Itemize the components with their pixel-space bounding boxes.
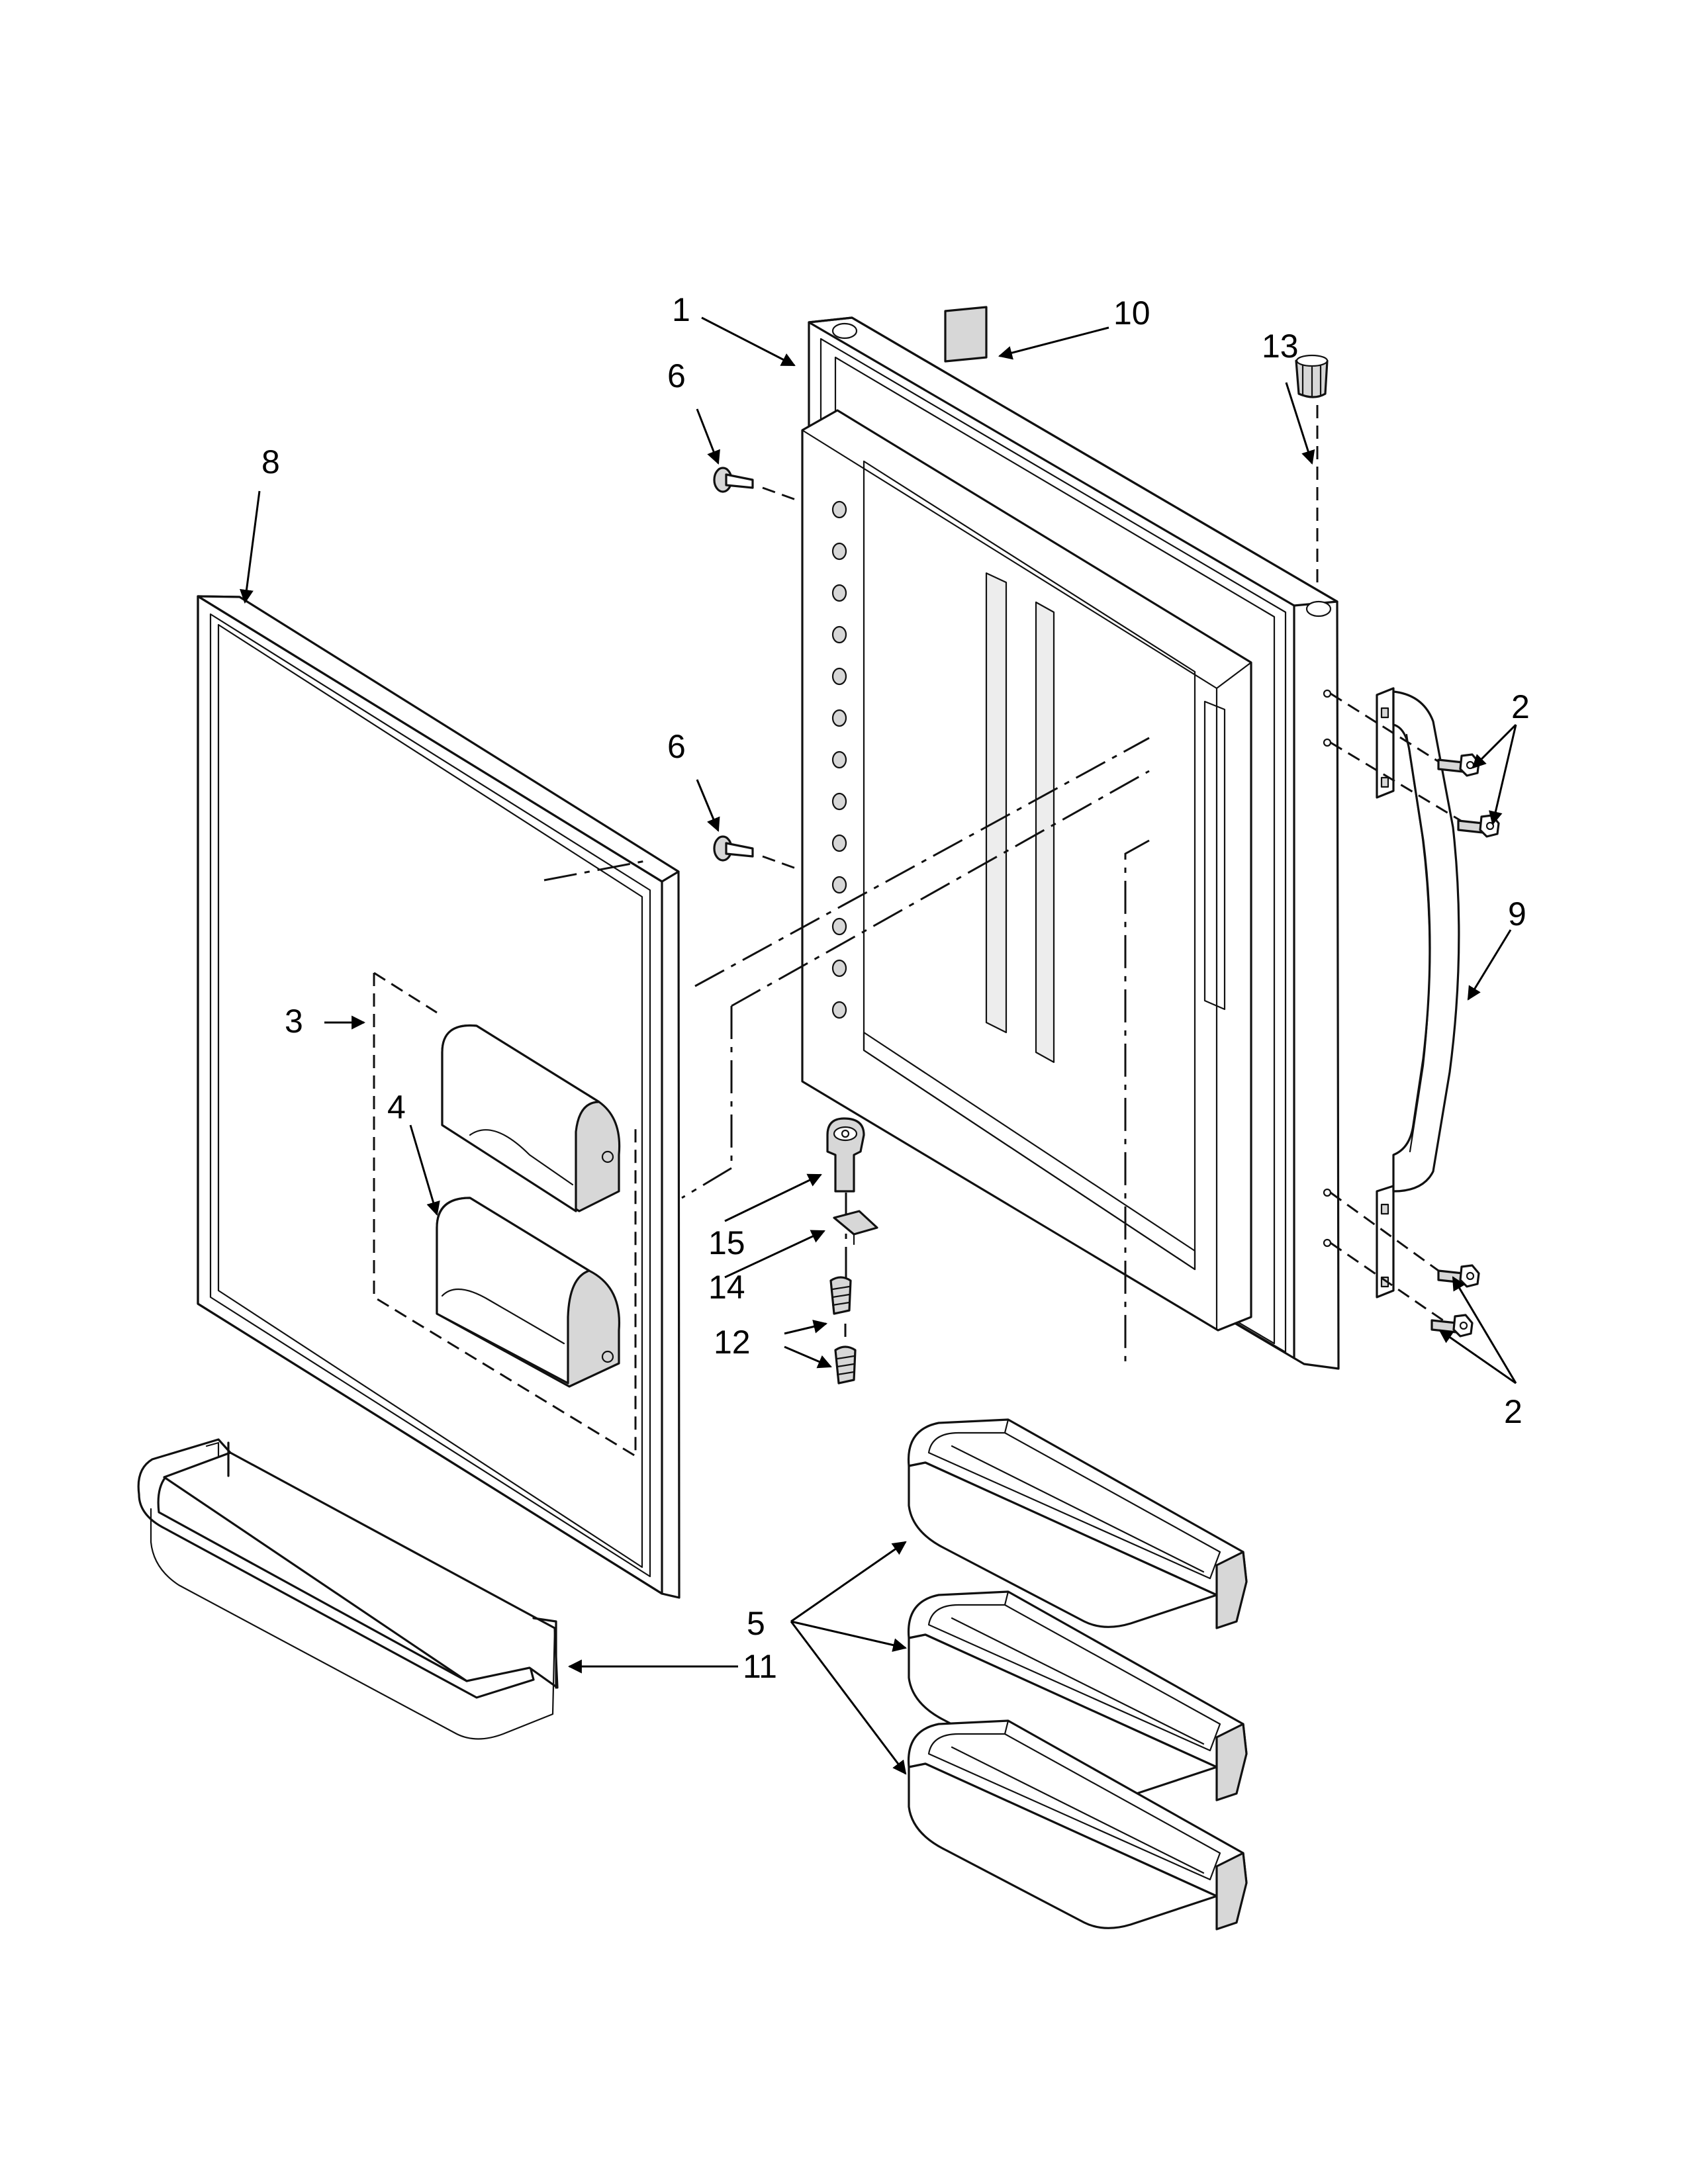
dairy-cover-icon[interactable]	[441, 1024, 621, 1212]
gasket-dot	[831, 709, 847, 727]
gasket-dot	[831, 792, 847, 811]
screw-icon[interactable]	[1437, 753, 1480, 777]
callout-4: 4	[387, 1089, 406, 1126]
dairy-group-outline	[373, 972, 637, 1458]
gasket-dot	[831, 667, 847, 686]
callout-5: 5	[747, 1605, 765, 1642]
gasket-dot	[831, 876, 847, 894]
shelf-bin-icon[interactable]	[907, 1418, 1248, 1629]
callout-6b: 6	[667, 728, 686, 765]
gasket-dot	[831, 751, 847, 769]
hinge-screws-group	[829, 1276, 857, 1385]
callout-6a: 6	[667, 357, 686, 394]
screw-icon[interactable]	[1330, 692, 1467, 1322]
callout-14: 14	[708, 1269, 745, 1306]
gasket-dot	[831, 834, 847, 852]
door-stop-icon[interactable]	[713, 835, 796, 870]
callout-labels: 1 10 13 6 6 8 2 2 9 3 4 15 14 12 5 11	[261, 291, 1530, 1685]
callout-11: 11	[743, 1648, 777, 1685]
gasket-dot	[831, 500, 847, 519]
callout-13: 13	[1262, 328, 1299, 365]
callout-2b: 2	[1504, 1393, 1523, 1430]
shelf-bin-icon[interactable]	[907, 1719, 1248, 1931]
door-liner-icon[interactable]	[801, 316, 1340, 1370]
gasket-dot	[831, 542, 847, 561]
spring-clip-icon[interactable]	[833, 1210, 878, 1246]
gasket-dot	[831, 584, 847, 602]
gasket-dot	[831, 917, 847, 936]
gasket-dot	[831, 625, 847, 644]
dairy-bin-icon[interactable]	[436, 1197, 621, 1388]
door-stop-icon[interactable]	[713, 467, 796, 501]
callout-3: 3	[285, 1003, 303, 1040]
callout-8: 8	[261, 443, 280, 480]
callout-arrows	[240, 316, 1517, 1775]
bushing-icon[interactable]	[1295, 354, 1329, 582]
callout-2a: 2	[1511, 688, 1530, 725]
door-panel-icon[interactable]	[197, 595, 680, 1599]
hinge-pin-icon[interactable]	[826, 1117, 865, 1193]
callout-9: 9	[1508, 895, 1526, 933]
handle-icon[interactable]	[1376, 687, 1460, 1298]
screw-icon[interactable]	[1430, 1314, 1474, 1338]
gasket-dot	[831, 1001, 847, 1019]
label-icon[interactable]	[944, 306, 988, 363]
screw-icon[interactable]	[1457, 814, 1500, 838]
callout-10: 10	[1113, 295, 1150, 332]
screw-icon[interactable]	[1437, 1264, 1480, 1288]
bottom-bin-icon[interactable]	[137, 1438, 559, 1740]
callout-15: 15	[708, 1224, 745, 1261]
callout-12: 12	[714, 1324, 751, 1361]
gasket-dot	[831, 959, 847, 978]
callout-1: 1	[672, 291, 690, 328]
